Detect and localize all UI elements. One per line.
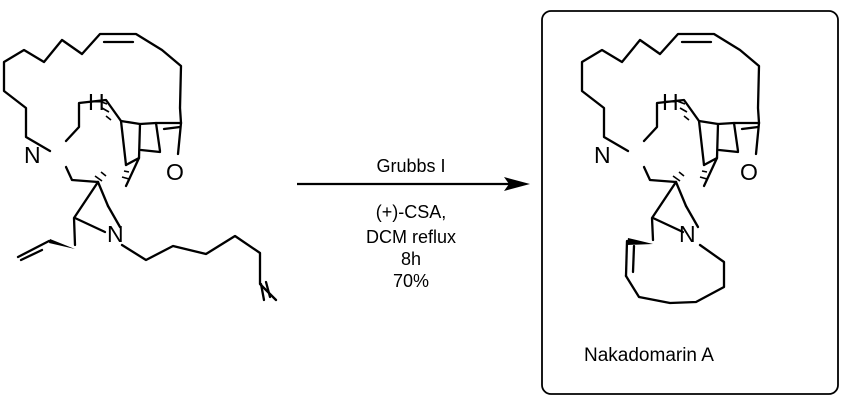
product-oxygen-label: O	[740, 159, 758, 185]
sm-oxygen-label: O	[166, 159, 184, 185]
sm-nitrogen-upper-label: N	[24, 142, 41, 168]
product-box	[541, 10, 839, 395]
sm-nitrogen-lower-label: N	[107, 221, 124, 247]
starting-material-structure	[2, 32, 278, 302]
condition-line-4: 70%	[393, 271, 429, 291]
product-nitrogen-lower-label: N	[679, 221, 696, 247]
condition-line-3: 8h	[401, 249, 421, 269]
condition-line-2: DCM reflux	[366, 227, 456, 247]
product-name: Nakadomarin A	[584, 345, 714, 366]
condition-line-1: (+)-CSA,	[376, 202, 447, 222]
sm-hydrogen-label: H	[88, 89, 105, 115]
reaction-arrow	[297, 177, 530, 191]
reagent-label: Grubbs I	[376, 156, 445, 176]
product-hydrogen-label: H	[662, 89, 679, 115]
product-nitrogen-upper-label: N	[594, 142, 611, 168]
product-structure	[580, 32, 761, 305]
